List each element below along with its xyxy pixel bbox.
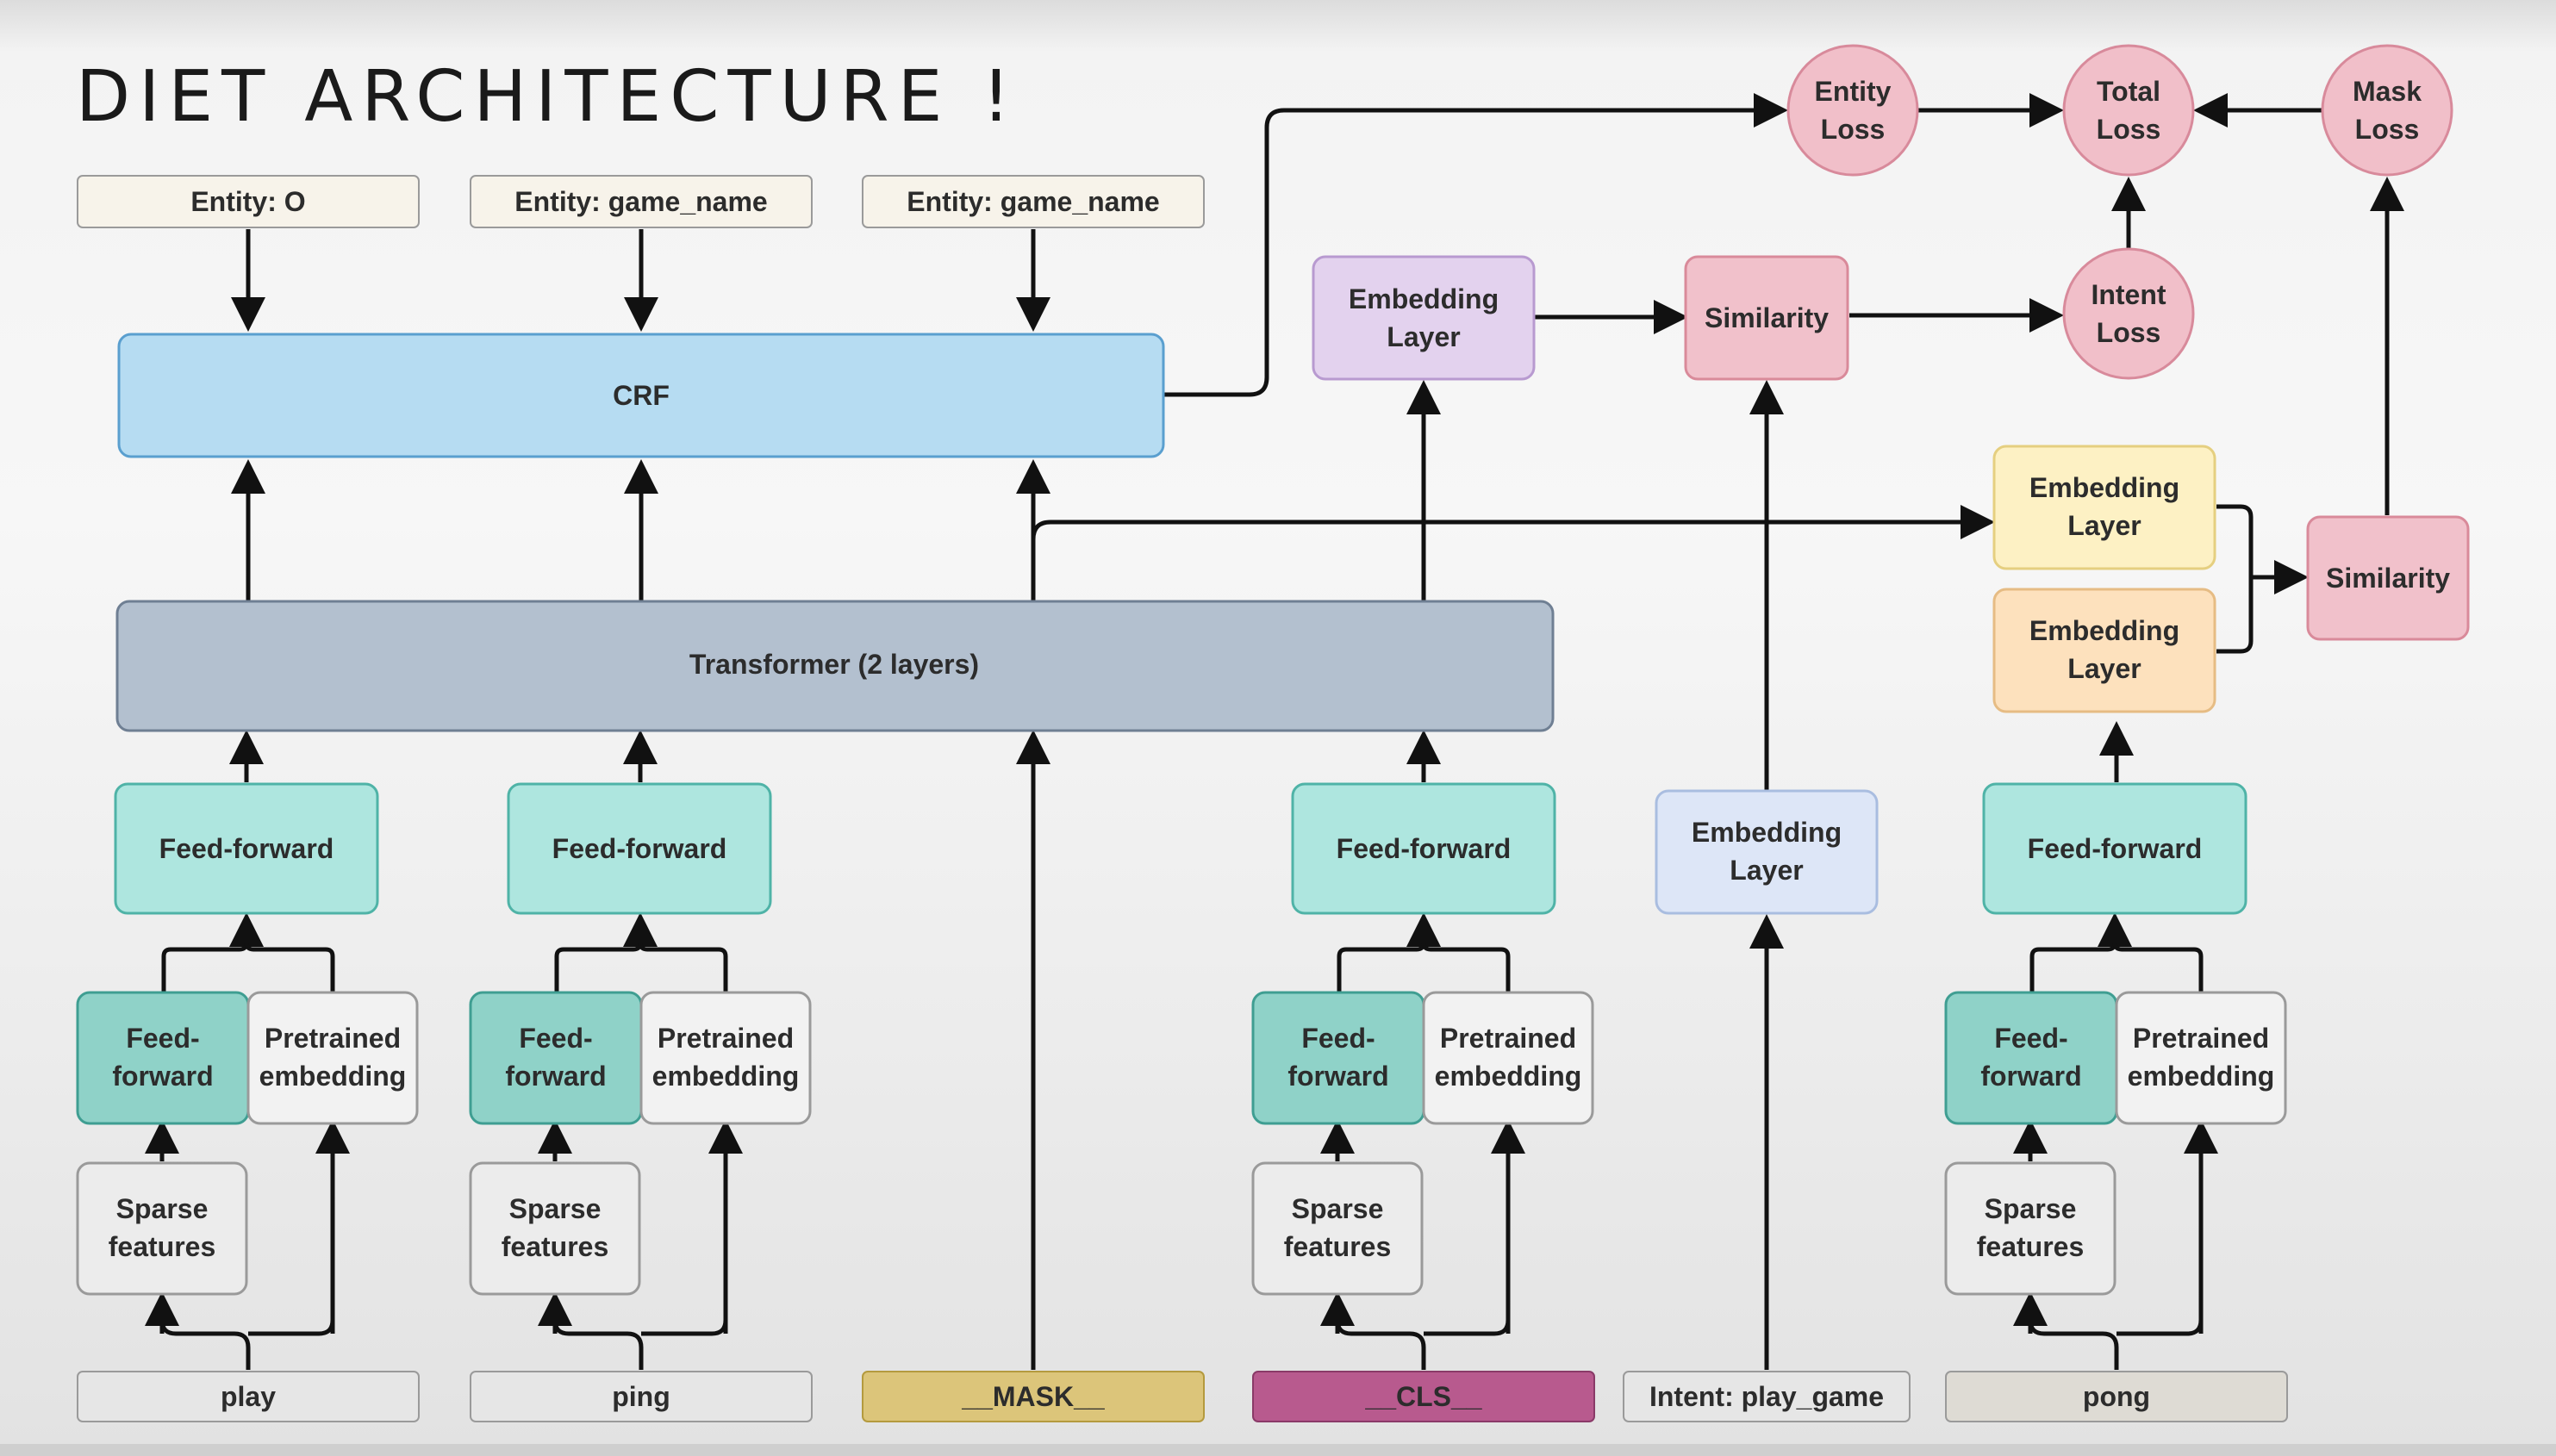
feed-forward-play: Feed-forward — [114, 782, 379, 915]
embedding-layer-intent: Embedding Layer — [1655, 789, 1879, 915]
svg-text:Pretrained: Pretrained — [658, 1023, 794, 1054]
sparse-features-ping: Sparse features — [469, 1161, 641, 1296]
svg-text:Similarity: Similarity — [1705, 302, 1829, 333]
svg-text:Loss: Loss — [2097, 317, 2161, 348]
svg-text:Entity: Entity — [1815, 76, 1892, 107]
token-play: play — [77, 1371, 420, 1422]
pretrained-embedding-cls: Pretrained embedding — [1422, 991, 1594, 1125]
total-loss: Total Loss — [2062, 44, 2195, 177]
svg-text:Total: Total — [2097, 76, 2160, 107]
svg-text:Layer: Layer — [2067, 510, 2141, 541]
similarity-mask: Similarity — [2306, 515, 2470, 641]
small-feed-forward-cls: Feed- forward — [1251, 991, 1425, 1125]
svg-text:features: features — [502, 1231, 609, 1262]
svg-text:Loss: Loss — [2355, 114, 2420, 145]
svg-text:ping: ping — [612, 1381, 670, 1412]
svg-text:Pretrained: Pretrained — [2133, 1023, 2269, 1054]
bottom-strip — [0, 1444, 2556, 1456]
svg-text:Feed-forward: Feed-forward — [2028, 833, 2203, 864]
token-mask: __MASK__ — [862, 1371, 1205, 1422]
svg-text:Transformer (2 layers): Transformer (2 layers) — [689, 649, 979, 680]
small-feed-forward-ping: Feed- forward — [469, 991, 643, 1125]
svg-text:Loss: Loss — [2097, 114, 2161, 145]
svg-text:Sparse: Sparse — [1292, 1193, 1384, 1224]
pretrained-embedding-play: Pretrained embedding — [246, 991, 419, 1125]
svg-text:Feed-forward: Feed-forward — [159, 833, 334, 864]
svg-text:CRF: CRF — [613, 380, 670, 411]
svg-text:Sparse: Sparse — [116, 1193, 209, 1224]
svg-text:pong: pong — [2083, 1381, 2150, 1412]
svg-text:Embedding: Embedding — [1692, 817, 1842, 848]
token-intent: Intent: play_game — [1623, 1371, 1911, 1422]
svg-text:Intent: play_game: Intent: play_game — [1649, 1381, 1884, 1412]
intent-loss: Intent Loss — [2062, 247, 2195, 380]
svg-text:Similarity: Similarity — [2326, 563, 2450, 594]
svg-text:Layer: Layer — [1387, 321, 1460, 352]
svg-text:Feed-: Feed- — [519, 1023, 592, 1054]
svg-text:Intent: Intent — [2091, 279, 2166, 310]
svg-text:Feed-forward: Feed-forward — [552, 833, 727, 864]
token-ping: ping — [470, 1371, 813, 1422]
connectors — [145, 93, 2404, 1370]
svg-text:Embedding: Embedding — [2029, 472, 2179, 503]
svg-text:__CLS__: __CLS__ — [1364, 1381, 1482, 1412]
svg-text:Pretrained: Pretrained — [265, 1023, 401, 1054]
token-cls: __CLS__ — [1252, 1371, 1595, 1422]
svg-text:Embedding: Embedding — [1349, 283, 1499, 314]
svg-text:embedding: embedding — [652, 1061, 800, 1092]
embedding-layer-cls: Embedding Layer — [1312, 255, 1536, 381]
svg-text:Mask: Mask — [2353, 76, 2422, 107]
svg-text:Entity: game_name: Entity: game_name — [514, 186, 767, 217]
svg-text:forward: forward — [505, 1061, 606, 1092]
svg-text:forward: forward — [112, 1061, 213, 1092]
svg-text:Feed-: Feed- — [126, 1023, 199, 1054]
svg-text:__MASK__: __MASK__ — [961, 1381, 1106, 1412]
mask-loss: Mask Loss — [2321, 44, 2453, 177]
pretrained-embedding-ping: Pretrained embedding — [639, 991, 812, 1125]
diagram-title: DIET ARCHITECTURE ! — [76, 56, 1019, 138]
entity-label-o: Entity: O — [77, 175, 420, 228]
svg-text:play: play — [221, 1381, 276, 1412]
svg-text:embedding: embedding — [2128, 1061, 2275, 1092]
svg-text:features: features — [109, 1231, 216, 1262]
feed-forward-ping: Feed-forward — [507, 782, 772, 915]
sparse-features-play: Sparse features — [76, 1161, 248, 1296]
svg-text:Layer: Layer — [1730, 855, 1803, 886]
transformer-block: Transformer (2 layers) — [115, 600, 1555, 732]
svg-text:embedding: embedding — [259, 1061, 407, 1092]
svg-text:Pretrained: Pretrained — [1440, 1023, 1576, 1054]
svg-text:Sparse: Sparse — [509, 1193, 602, 1224]
svg-text:Entity: game_name: Entity: game_name — [907, 186, 1159, 217]
svg-text:Feed-forward: Feed-forward — [1337, 833, 1512, 864]
sparse-features-cls: Sparse features — [1251, 1161, 1424, 1296]
similarity-intent: Similarity — [1684, 255, 1849, 381]
small-feed-forward-play: Feed- forward — [76, 991, 250, 1125]
svg-text:forward: forward — [1287, 1061, 1388, 1092]
svg-text:Feed-: Feed- — [1994, 1023, 2067, 1054]
svg-text:Entity: O: Entity: O — [190, 186, 305, 217]
svg-text:forward: forward — [1980, 1061, 2081, 1092]
sparse-features-pong: Sparse features — [1944, 1161, 2116, 1296]
token-pong: pong — [1945, 1371, 2288, 1422]
svg-text:features: features — [1977, 1231, 2085, 1262]
svg-text:Embedding: Embedding — [2029, 615, 2179, 646]
svg-text:Feed-: Feed- — [1301, 1023, 1375, 1054]
pretrained-embedding-pong: Pretrained embedding — [2115, 991, 2287, 1125]
svg-text:Loss: Loss — [1821, 114, 1886, 145]
svg-text:embedding: embedding — [1435, 1061, 1582, 1092]
feed-forward-cls: Feed-forward — [1291, 782, 1556, 915]
small-feed-forward-pong: Feed- forward — [1944, 991, 2118, 1125]
embedding-layer-mask: Embedding Layer — [1992, 445, 2216, 570]
svg-text:Layer: Layer — [2067, 653, 2141, 684]
entity-label-game-name-2: Entity: game_name — [862, 175, 1205, 228]
entity-loss: Entity Loss — [1786, 44, 1919, 177]
svg-text:features: features — [1284, 1231, 1392, 1262]
svg-text:Sparse: Sparse — [1985, 1193, 2077, 1224]
feed-forward-pong: Feed-forward — [1982, 782, 2247, 915]
crf-block: CRF — [117, 333, 1165, 458]
entity-label-game-name-1: Entity: game_name — [470, 175, 813, 228]
embedding-layer-pong: Embedding Layer — [1992, 588, 2216, 713]
